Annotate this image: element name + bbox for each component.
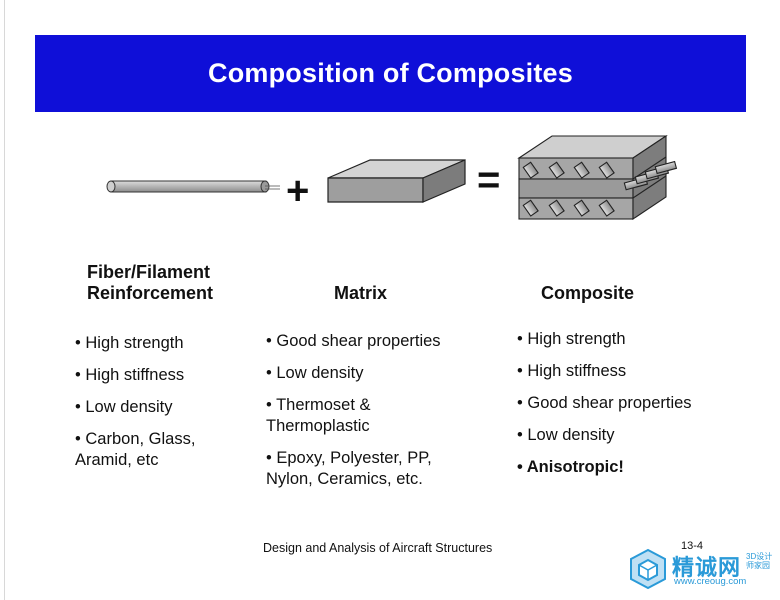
list-item: High stiffness	[75, 365, 225, 386]
list-item: Good shear properties	[517, 393, 747, 414]
heading-matrix: Matrix	[334, 283, 388, 303]
heading-fiber-reinforcement: Fiber/Filament Reinforcement	[87, 262, 214, 303]
heading-composite: Composite	[541, 283, 635, 303]
list-item: Carbon, Glass, Aramid, etc	[75, 429, 225, 471]
watermark-tagline: 3D设计师家园	[746, 552, 773, 570]
matrix-properties-list: Good shear properties Low density Thermo…	[266, 331, 466, 501]
watermark-logo: 精诚网 3D设计师家园 www.creoug.com	[628, 546, 776, 594]
equals-operator: =	[477, 158, 501, 202]
slide-number: 13-4	[681, 540, 704, 552]
matrix-block-icon	[327, 159, 466, 203]
left-edge-rule	[4, 0, 5, 600]
list-item: High strength	[75, 333, 225, 354]
list-item: Epoxy, Polyester, PP, Nylon, Ceramics, e…	[266, 448, 466, 490]
fiber-rod-icon	[106, 180, 280, 193]
list-item: Low density	[517, 425, 747, 446]
slide-title: Composition of Composites	[208, 58, 573, 88]
list-item: High strength	[517, 329, 747, 350]
title-banner: Composition of Composites	[35, 35, 746, 112]
list-item: Low density	[266, 363, 466, 384]
composition-illustration	[106, 134, 678, 221]
composite-block-icon	[517, 134, 678, 221]
composite-properties-list: High strength High stiffness Good shear …	[517, 329, 747, 489]
list-item: High stiffness	[517, 361, 747, 382]
list-item: Thermoset & Thermoplastic	[266, 395, 466, 437]
watermark-name: 精诚网	[672, 555, 742, 580]
plus-operator: +	[286, 169, 310, 213]
fiber-properties-list: High strength High stiffness Low density…	[75, 333, 225, 482]
list-item: Low density	[75, 397, 225, 418]
list-item: Good shear properties	[266, 331, 466, 352]
list-item-anisotropic: Anisotropic!	[517, 457, 747, 478]
watermark-url: www.creoug.com	[674, 576, 747, 587]
footer-course-title: Design and Analysis of Aircraft Structur…	[263, 541, 493, 555]
cube-logo-icon	[630, 548, 666, 590]
